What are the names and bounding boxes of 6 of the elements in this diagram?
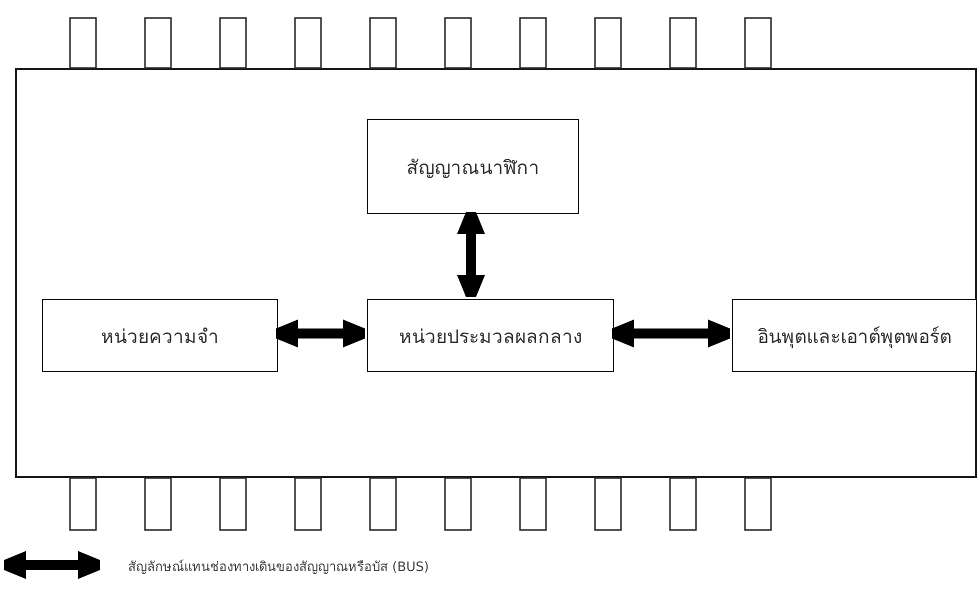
process-box: สัญญาณนาฬิกา xyxy=(367,119,579,214)
process-box: หน่วยประมวลผลกลาง xyxy=(367,299,614,372)
process-box: หน่วยความจำ xyxy=(42,299,278,372)
chip-body xyxy=(15,68,977,478)
legend-text: สัญลักษณ์แทนช่องทางเดินของสัญญาณหรือบัส (BUS) xyxy=(128,558,429,577)
process-box: อินพุตและเอาต์พุตพอร์ต xyxy=(732,299,977,372)
